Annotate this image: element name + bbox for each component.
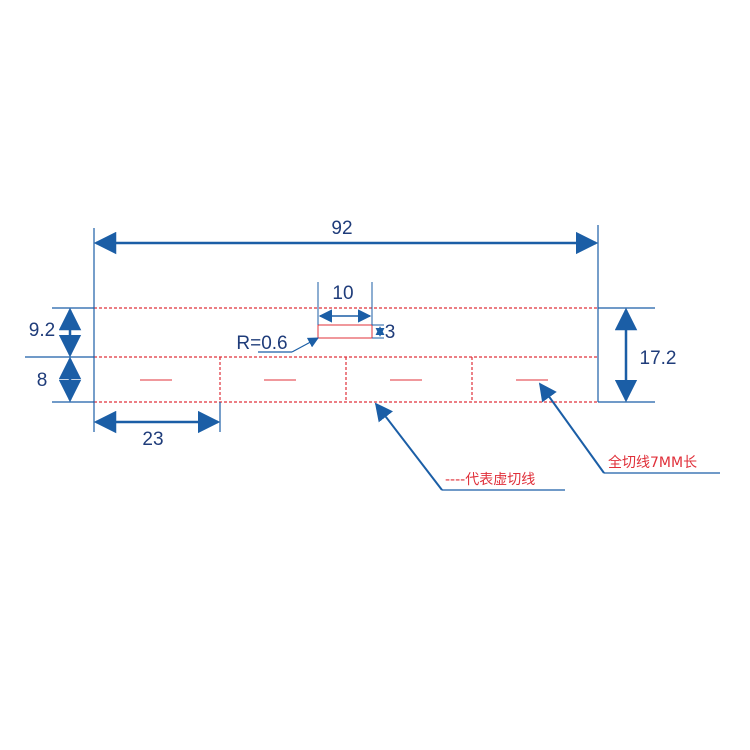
label-outline <box>94 307 598 403</box>
dim-slot-height <box>372 324 385 339</box>
dashed-note-leader-line <box>374 402 443 491</box>
full-cut-note-leader <box>538 382 720 474</box>
bottom-height-label: 8 <box>37 370 48 391</box>
dashed-line-note: ----代表虚切线 <box>445 472 535 488</box>
dim-total-height <box>598 307 655 403</box>
radius-leader-line <box>291 337 319 353</box>
full-cut-leader-line <box>538 382 605 474</box>
dashed-note-leader <box>374 402 565 491</box>
dim-slot-width <box>317 282 373 325</box>
radius-leader <box>258 337 319 353</box>
top-height-label: 9.2 <box>29 320 55 341</box>
slot-width-label: 10 <box>332 283 353 304</box>
radius-label: R=0.6 <box>236 333 287 354</box>
dim-overall-width <box>93 225 599 402</box>
full-cut-note: 全切线7MM长 <box>608 454 697 471</box>
total-height-label: 17.2 <box>640 348 677 369</box>
dim-left-heights <box>25 307 94 403</box>
slot <box>317 324 373 339</box>
dim-segment-width <box>93 402 221 434</box>
overall-width-label: 92 <box>331 218 352 239</box>
slot-height-label: 3 <box>385 322 396 343</box>
segment-width-label: 23 <box>142 429 163 450</box>
